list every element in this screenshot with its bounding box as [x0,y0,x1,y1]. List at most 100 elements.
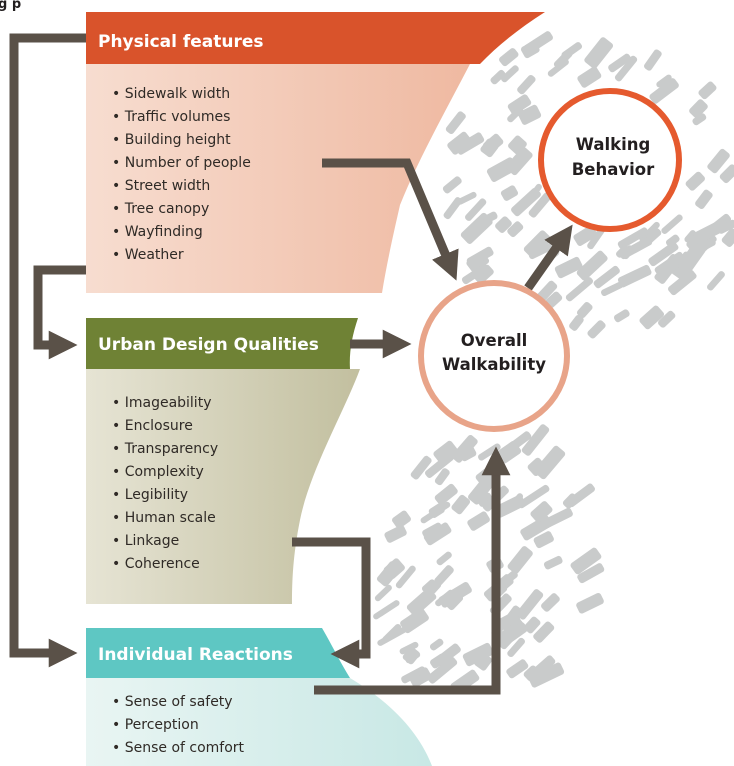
connectors [9,33,573,695]
shoe-tread-mark [543,555,563,570]
walking-behavior-label-line1: Walking [576,135,651,154]
shoe-tread-mark [442,176,462,194]
shoe-tread-mark [429,638,444,651]
shoe-tread-mark [399,641,419,655]
shoe-tread-mark [499,48,519,67]
shoe-tread-mark [382,623,402,643]
urban-design-body [86,369,360,604]
shoe-tread-mark [517,484,550,509]
shoe-tread-mark [428,503,445,518]
shoe-tread-mark [384,525,407,543]
shoe-tread-mark [392,510,411,529]
shoe-tread-mark [505,147,533,176]
shoe-tread-mark [521,424,550,456]
arrow-physical-to-walkability [322,158,459,281]
list-item: • Weather [112,247,184,263]
shoe-tread-mark [532,655,556,677]
list-item: • Human scale [112,510,216,526]
shoe-tread-mark [689,99,708,119]
shoe-tread-mark [400,608,429,634]
arrow-walkability-to-walking [524,224,573,291]
shoe-tread-mark [461,263,489,285]
list-item: • Imageability [112,395,211,411]
walking-behavior-circle [538,88,682,232]
walking-behavior-node: Walking Behavior [538,88,682,232]
physical-features-list: • Sidewalk width • Traffic volumes • Bui… [112,86,251,263]
shoe-tread-mark [721,228,734,247]
overall-walkability-label-line2: Walkability [442,355,546,374]
shoe-tread-mark [685,171,705,191]
shoe-tread-mark [500,65,519,83]
shoe-tread-mark [444,591,464,611]
shoe-tread-mark [577,563,605,584]
list-item: • Traffic volumes [112,109,230,125]
shoe-tread-mark [499,621,526,650]
shoe-tread-mark [445,111,466,135]
shoe-tread-mark [520,515,553,541]
shoe-tread-mark [433,440,459,464]
shoe-tread-mark [424,452,454,478]
list-item: • Transparency [112,441,218,457]
shoe-tread-mark [587,320,606,339]
physical-features-title: Physical features [98,32,264,52]
list-item: • Perception [112,717,199,733]
overall-walkability-label-line1: Overall [461,331,528,350]
shoe-tread-mark [656,74,672,88]
shoe-tread-mark [570,547,602,575]
shoe-tread-mark [520,41,540,59]
shoe-tread-mark [665,234,680,247]
list-item: • Street width [112,178,210,194]
shoe-tread-mark [601,281,624,297]
physical-features-header-bg [86,12,545,64]
individual-reactions-body [86,678,432,766]
list-item: • Complexity [112,464,204,480]
shoe-tread-mark [584,37,614,69]
shoe-tread-mark [566,483,595,508]
shoe-tread-mark [617,264,652,288]
shoe-tread-mark [490,69,506,85]
physical-features-panel: Physical features • Sidewalk width • Tra… [86,12,545,293]
shoe-tread-mark [619,236,653,260]
physical-features-body [86,64,470,293]
shoe-tread-mark [649,78,679,104]
shoe-tread-mark [554,256,583,279]
shoe-tread-mark [576,250,608,281]
shoe-tread-mark [483,133,504,154]
arrow-urban-to-individual [292,537,371,669]
shoe-tread-mark [494,494,526,518]
shoe-tread-mark [427,656,458,684]
shoe-tread-mark [423,522,452,546]
shoe-tread-mark [593,265,620,289]
shoe-tread-mark [614,55,638,82]
shoe-tread-mark [421,579,436,592]
shoe-tread-mark [468,475,495,505]
list-item: • Coherence [112,556,200,572]
individual-reactions-panel: Individual Reactions • Sense of safety •… [86,628,432,766]
shoe-tread-mark [707,271,725,291]
shoe-tread-mark [528,192,552,218]
individual-reactions-title: Individual Reactions [98,645,293,665]
shoe-tread-mark [698,81,717,100]
shoe-tread-mark [462,642,494,667]
shoe-tread-mark [684,230,696,243]
shoe-tread-mark [507,106,524,123]
overall-walkability-node: Overall Walkability [418,280,570,432]
shoe-tread-mark [434,483,458,506]
shoe-tread-mark [473,264,494,284]
shoe-tread-mark [465,198,487,221]
shoe-tread-mark [576,592,604,614]
shoe-tread-mark [639,221,660,243]
list-item: • Sense of comfort [112,740,245,756]
shoe-tread-mark [373,600,400,620]
list-item: • Sidewalk width [112,86,230,102]
shoe-tread-mark [608,53,631,73]
arrow-physical-to-urban [33,265,86,360]
shoe-tread-mark [405,651,421,664]
shoe-tread-mark [507,546,533,574]
shoe-tread-mark [435,589,454,607]
list-item: • Building height [112,132,231,148]
shoe-tread-mark [507,94,532,115]
shoe-tread-mark [617,227,649,249]
shoe-tread-mark [573,225,598,246]
